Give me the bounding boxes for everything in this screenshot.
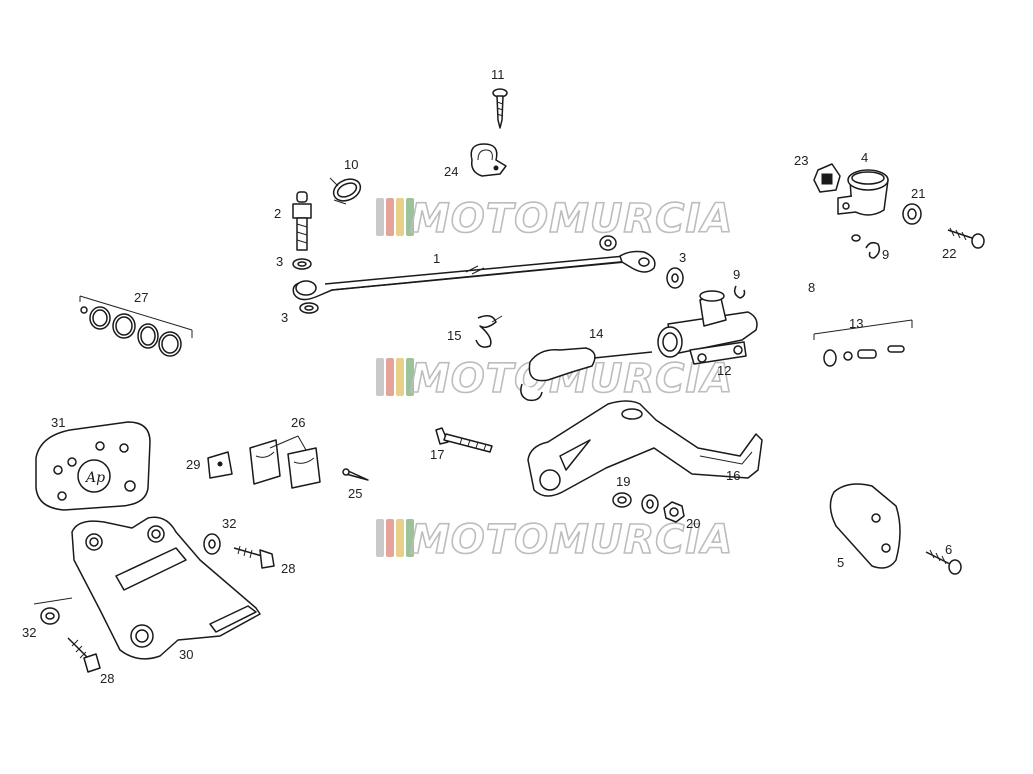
watermark: MOTOMURCIA (376, 516, 733, 564)
part-28-bolt (67, 637, 101, 673)
part-26-brake-pad (249, 439, 281, 485)
part-1-brake-hose (292, 250, 656, 301)
part-13-pin-set (813, 319, 913, 367)
part-9-clip (733, 285, 746, 299)
callout-3: 3 (281, 310, 288, 325)
part-5-cover (829, 483, 901, 569)
watermark-stripe-4 (406, 519, 414, 557)
watermark: MOTOMURCIA (376, 195, 733, 243)
part-22-screw (947, 227, 985, 249)
callout-20: 20 (686, 516, 700, 531)
watermark-text: MOTOMURCIA (410, 517, 733, 563)
part-17-bolt (435, 427, 493, 453)
callout-22: 22 (942, 246, 956, 261)
callout-26: 26 (291, 415, 305, 430)
part-31-caliper: Ap (35, 421, 151, 511)
part-8-hose (751, 233, 861, 286)
part-9-clip (865, 241, 881, 259)
callout-2: 2 (274, 206, 281, 221)
part-4-fluid-reservoir (837, 169, 889, 216)
callout-27: 27 (134, 290, 148, 305)
part-14-pushrod (520, 347, 653, 402)
part-washer (641, 494, 659, 514)
part-21-washer (902, 203, 922, 225)
callout-23: 23 (794, 153, 808, 168)
part-30-caliper-bracket (71, 516, 261, 660)
watermark-stripe-3 (396, 198, 404, 236)
callout-4: 4 (861, 150, 868, 165)
watermark-stripe-2 (386, 198, 394, 236)
part-6-screw (925, 549, 962, 575)
part-25-cotter-pin (342, 468, 369, 481)
part-3-washer (666, 267, 684, 289)
watermark-stripe-1 (376, 198, 384, 236)
part-12-master-cylinder (657, 290, 758, 365)
part-27-seal-kit (79, 295, 193, 357)
part-3-washer (292, 258, 312, 270)
part-15-spring (475, 315, 503, 348)
part-32-washer (203, 533, 221, 555)
callout-12: 12 (717, 363, 731, 378)
callout-3: 3 (679, 250, 686, 265)
callout-28: 28 (281, 561, 295, 576)
part-19-washer (612, 492, 632, 508)
callout-5: 5 (837, 555, 844, 570)
watermark-stripe-2 (386, 519, 394, 557)
caliper-logo: Ap (84, 470, 105, 486)
watermark-text: MOTOMURCIA (410, 196, 733, 242)
callout-30: 30 (179, 647, 193, 662)
part-26-brake-pad (287, 447, 321, 489)
part-3-washer (299, 302, 319, 314)
callout-9: 9 (882, 247, 889, 262)
callout-1: 1 (433, 251, 440, 266)
part-32-washer (40, 607, 60, 625)
part-16-brake-pedal (527, 400, 763, 497)
leader-32 (33, 597, 73, 605)
callout-24: 24 (444, 164, 458, 179)
part-11-screw (492, 88, 508, 129)
watermark-stripe-1 (376, 358, 384, 396)
part-washer (599, 235, 617, 251)
part-28-bolt (233, 545, 275, 569)
callout-9: 9 (733, 267, 740, 282)
callout-29: 29 (186, 457, 200, 472)
watermark-stripe-3 (396, 519, 404, 557)
callout-13: 13 (849, 316, 863, 331)
callout-14: 14 (589, 326, 603, 341)
watermark-stripe-4 (406, 358, 414, 396)
part-2-bleed-valve (292, 191, 312, 251)
callout-31: 31 (51, 415, 65, 430)
part-10-hose-clip (329, 177, 362, 205)
part-29-pad-spring (207, 451, 233, 479)
callout-8: 8 (808, 280, 815, 295)
callout-6: 6 (945, 542, 952, 557)
part-24-clamp (470, 143, 507, 177)
callout-25: 25 (348, 486, 362, 501)
watermark-stripe-3 (396, 358, 404, 396)
callout-21: 21 (911, 186, 925, 201)
callout-16: 16 (726, 468, 740, 483)
callout-19: 19 (616, 474, 630, 489)
callout-32: 32 (222, 516, 236, 531)
callout-11: 11 (491, 67, 505, 82)
callout-17: 17 (430, 447, 444, 462)
leader-26 (269, 435, 307, 451)
callout-32: 32 (22, 625, 36, 640)
callout-28: 28 (100, 671, 114, 686)
part-23-bracket-nut (813, 163, 841, 193)
callout-10: 10 (344, 157, 358, 172)
callout-3: 3 (276, 254, 283, 269)
watermark-stripe-2 (386, 358, 394, 396)
watermark-stripe-4 (406, 198, 414, 236)
part-20-nut (663, 501, 685, 523)
callout-15: 15 (447, 328, 461, 343)
watermark-stripe-1 (376, 519, 384, 557)
